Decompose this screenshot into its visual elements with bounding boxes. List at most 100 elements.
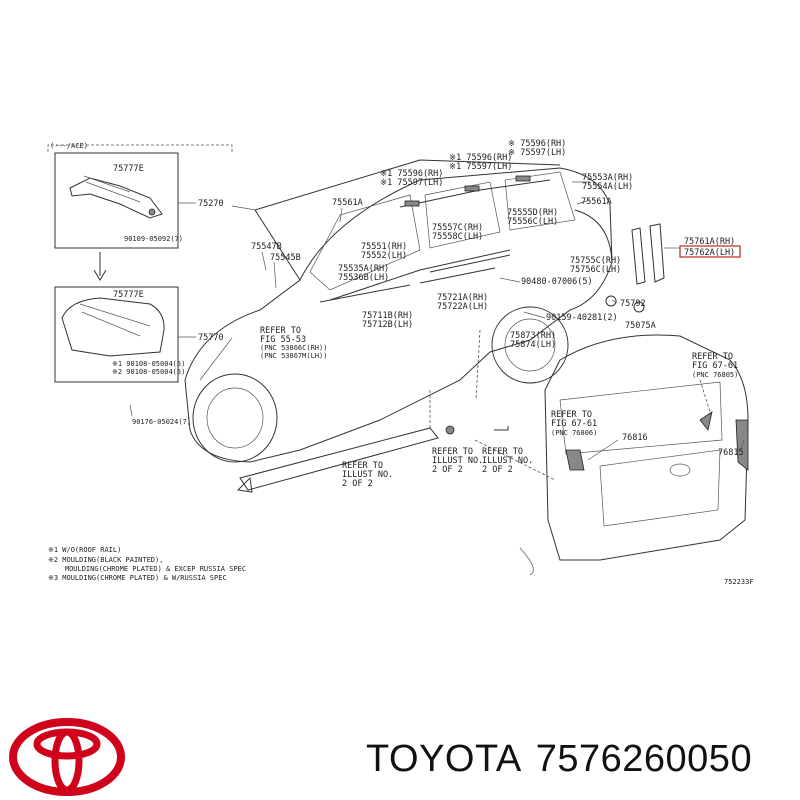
label: 75712B(LH) bbox=[362, 320, 413, 330]
pillar-garnish-right bbox=[649, 223, 665, 283]
toyota-logo bbox=[9, 718, 125, 796]
label: 75556C(LH) bbox=[507, 217, 558, 227]
clip-icon bbox=[605, 295, 617, 307]
label: ILLUST NO. bbox=[482, 456, 533, 466]
clip-icon bbox=[633, 301, 645, 313]
label: 75552(LH) bbox=[361, 251, 407, 261]
bumper-detail bbox=[79, 303, 151, 337]
label: 75722A(LH) bbox=[437, 302, 488, 312]
label: 75558C(LH) bbox=[432, 232, 483, 242]
rear-wheel-hub bbox=[504, 318, 556, 372]
screw-icon bbox=[494, 426, 509, 431]
rocker-moulding bbox=[239, 427, 439, 491]
label: ※1 75596(RH) bbox=[449, 153, 512, 163]
label: 75075A bbox=[625, 321, 656, 331]
label: 75792 bbox=[620, 299, 646, 309]
brand-name: TOYOTA bbox=[366, 738, 522, 780]
label: 2 OF 2 bbox=[482, 465, 513, 475]
vehicle-body bbox=[184, 167, 613, 463]
inset-bottom-box bbox=[54, 286, 179, 383]
label: 75547B bbox=[251, 242, 282, 252]
bumper-clip-label: 90176-05024(7) bbox=[132, 418, 191, 426]
label: 75551(RH) bbox=[361, 242, 407, 252]
label: 90159-40281(2) bbox=[546, 313, 618, 323]
tailgate bbox=[599, 449, 721, 527]
inset-frame-group: (---/ACE) 75777E 75270 90109-05092(7) 75… bbox=[47, 142, 233, 426]
roof-rail-part bbox=[69, 177, 163, 219]
label-highlighted: 75762A(LH) bbox=[684, 248, 735, 258]
leader bbox=[129, 404, 133, 417]
label: ※ 75597(LH) bbox=[508, 148, 566, 158]
door-moulding bbox=[319, 284, 411, 303]
label: 75711B(RH) bbox=[362, 311, 413, 321]
roof-rail bbox=[399, 179, 551, 208]
leader-lines bbox=[199, 181, 745, 461]
label: FIG 67-61 bbox=[692, 361, 738, 371]
rear-garnish bbox=[565, 449, 585, 471]
label: 75536B(LH) bbox=[338, 273, 389, 283]
front-window bbox=[309, 194, 421, 291]
rear-glass bbox=[559, 381, 723, 455]
rear-body bbox=[544, 334, 749, 561]
roof-clip bbox=[404, 200, 420, 207]
label: 75756C(LH) bbox=[570, 265, 621, 275]
part-number: 7576260050 bbox=[535, 738, 753, 780]
label: 75561A bbox=[581, 197, 612, 207]
label: ※1 75596(RH) bbox=[380, 169, 443, 179]
callout-labels: ※ 75596(RH) ※ 75597(LH) ※1 75596(RH) ※1 … bbox=[251, 139, 754, 586]
belt-moulding bbox=[329, 249, 511, 301]
roof-rail-detail bbox=[83, 175, 141, 203]
label: 75873(RH) bbox=[510, 331, 556, 341]
label: 75755C(RH) bbox=[570, 256, 621, 266]
label: ※ 75596(RH) bbox=[508, 139, 566, 149]
label: 76815 bbox=[718, 448, 744, 458]
label: 75555D(RH) bbox=[507, 208, 558, 218]
label: 2 OF 2 bbox=[342, 479, 373, 489]
inset-bottom-clip1: ※1 90108-05004(5) bbox=[112, 360, 185, 368]
rear-clip bbox=[699, 411, 713, 431]
front-wheel bbox=[192, 373, 278, 463]
header-frame-label: (---/ACE) bbox=[50, 142, 88, 150]
note-line: ※3 MOULDING(CHROME PLATED) & W/RUSSIA SP… bbox=[48, 574, 227, 582]
front-wheel-hub bbox=[206, 387, 264, 449]
diagram-id: 752233F bbox=[724, 578, 754, 586]
label: 75874(LH) bbox=[510, 340, 556, 350]
notes-block: ※1 W/O(ROOF RAIL) ※2 MOULDING(BLACK PAIN… bbox=[48, 546, 246, 582]
clip-icon bbox=[445, 425, 455, 435]
note-line: ※1 W/O(ROOF RAIL) bbox=[48, 546, 121, 554]
label: 90480-07006(5) bbox=[521, 277, 593, 287]
label: REFER TO bbox=[482, 447, 523, 457]
vehicle-roof bbox=[254, 159, 561, 211]
label: 75554A(LH) bbox=[582, 182, 633, 192]
a-pillar bbox=[254, 209, 301, 281]
vehicle-outline bbox=[184, 159, 665, 463]
note-line: ※2 MOULDING(BLACK PAINTED), bbox=[48, 556, 163, 564]
note-line: MOULDING(CHROME PLATED) & EXCEP RUSSIA S… bbox=[48, 565, 246, 573]
inset-top-part-right: 75270 bbox=[198, 199, 224, 209]
roof-clip bbox=[464, 185, 480, 192]
pillar-garnish-left bbox=[631, 227, 646, 285]
roof-clip bbox=[515, 175, 531, 182]
label: (PNC 76806) bbox=[551, 429, 597, 437]
label: ILLUST NO. bbox=[342, 470, 393, 480]
inset-top-clip: 90109-05092(7) bbox=[124, 235, 183, 243]
rear-bumper-edge bbox=[519, 547, 534, 576]
label: ※1 75597(LH) bbox=[380, 178, 443, 188]
label: 75761A(RH) bbox=[684, 237, 735, 247]
label: ※1 75597(LH) bbox=[449, 162, 512, 172]
label: 2 OF 2 bbox=[432, 465, 463, 475]
quarter-window bbox=[504, 171, 576, 231]
label: (PNC 76805) bbox=[692, 371, 738, 379]
rocker-group bbox=[236, 390, 509, 493]
label: REFER TO bbox=[551, 410, 592, 420]
arrow-down-icon bbox=[93, 252, 107, 281]
rocker-end bbox=[236, 476, 253, 493]
rear-quarter bbox=[574, 209, 613, 263]
inset-top-box bbox=[54, 152, 179, 249]
inset-bottom-part: 75777E bbox=[113, 290, 144, 300]
label: 75535A(RH) bbox=[338, 264, 389, 274]
highlight-box bbox=[679, 245, 741, 258]
label: 75545B bbox=[270, 253, 301, 263]
label: REFER TO bbox=[432, 447, 473, 457]
